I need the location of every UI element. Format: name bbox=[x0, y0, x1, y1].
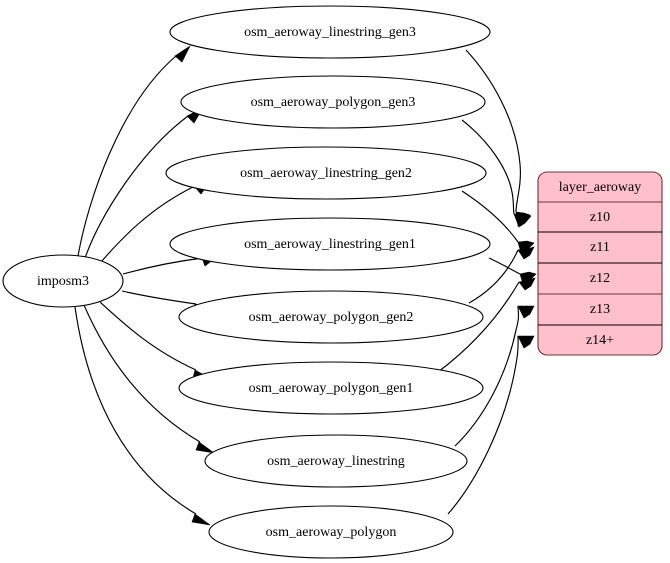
node-osm-aeroway-polygon-gen1-label: osm_aeroway_polygon_gen1 bbox=[249, 381, 414, 396]
layer-aeroway-row-z10[interactable]: z10 bbox=[590, 210, 610, 225]
node-layer-aeroway-table[interactable]: layer_aeroway z10 z11 z12 z13 z14+ bbox=[537, 171, 663, 356]
node-osm-aeroway-polygon-gen2-label: osm_aeroway_polygon_gen2 bbox=[249, 310, 414, 325]
node-osm-aeroway-linestring-gen1-shape[interactable] bbox=[169, 217, 491, 271]
node-imposm3-label: imposm3 bbox=[37, 274, 89, 289]
layer-aeroway-row-z12[interactable]: z12 bbox=[590, 271, 610, 286]
edge-polygon-gen3-to-z10 bbox=[461, 119, 532, 228]
edges-to-layer-aeroway bbox=[437, 49, 537, 515]
edge-imposm3-to-polygon bbox=[74, 306, 211, 526]
node-osm-aeroway-polygon-label: osm_aeroway_polygon bbox=[266, 525, 397, 540]
node-osm-aeroway-linestring-gen3[interactable]: osm_aeroway_linestring_gen3 bbox=[169, 5, 491, 59]
node-osm-aeroway-linestring-gen3-label: osm_aeroway_linestring_gen3 bbox=[244, 25, 416, 40]
node-osm-aeroway-linestring-gen2-shape[interactable] bbox=[165, 146, 487, 200]
node-imposm3-shape[interactable] bbox=[2, 254, 124, 308]
node-osm-aeroway-polygon-gen3-label: osm_aeroway_polygon_gen3 bbox=[251, 95, 416, 110]
node-imposm3[interactable]: imposm3 bbox=[2, 254, 124, 308]
edge-linestring-to-z13 bbox=[454, 305, 535, 447]
layer-aeroway-header-label: layer_aeroway bbox=[559, 180, 641, 195]
node-osm-aeroway-linestring-shape[interactable] bbox=[204, 434, 468, 488]
node-osm-aeroway-polygon-gen2[interactable]: osm_aeroway_polygon_gen2 bbox=[178, 290, 484, 344]
node-osm-aeroway-polygon-gen1[interactable]: osm_aeroway_polygon_gen1 bbox=[178, 361, 484, 415]
node-osm-aeroway-polygon-gen3[interactable]: osm_aeroway_polygon_gen3 bbox=[180, 75, 486, 129]
edge-polygon-gen2-to-z11 bbox=[468, 246, 535, 304]
layer-aeroway-row-z13[interactable]: z13 bbox=[590, 302, 610, 317]
node-osm-aeroway-linestring-gen1[interactable]: osm_aeroway_linestring_gen1 bbox=[169, 217, 491, 271]
edge-polygon-gen1-to-z12 bbox=[437, 277, 536, 373]
node-osm-aeroway-linestring-gen2[interactable]: osm_aeroway_linestring_gen2 bbox=[165, 146, 487, 200]
node-osm-aeroway-polygon[interactable]: osm_aeroway_polygon bbox=[208, 505, 454, 559]
edge-imposm3-to-linestring-gen3 bbox=[77, 45, 191, 257]
edge-polygon-to-z14-plus bbox=[447, 335, 535, 515]
node-osm-aeroway-linestring-label: osm_aeroway_linestring bbox=[267, 454, 405, 469]
edge-imposm3-to-linestring bbox=[83, 304, 215, 454]
layer-aeroway-row-z14-plus[interactable]: z14+ bbox=[586, 333, 614, 348]
node-osm-aeroway-polygon-gen3-shape[interactable] bbox=[180, 75, 486, 129]
node-osm-aeroway-linestring-gen3-shape[interactable] bbox=[169, 5, 491, 59]
layer-aeroway-background[interactable] bbox=[537, 171, 663, 356]
node-osm-aeroway-linestring[interactable]: osm_aeroway_linestring bbox=[204, 434, 468, 488]
layer-aeroway-row-z11[interactable]: z11 bbox=[590, 240, 610, 255]
node-osm-aeroway-linestring-gen1-label: osm_aeroway_linestring_gen1 bbox=[244, 237, 416, 252]
node-osm-aeroway-polygon-gen2-shape[interactable] bbox=[178, 290, 484, 344]
node-osm-aeroway-polygon-gen1-shape[interactable] bbox=[178, 361, 484, 415]
node-osm-aeroway-linestring-gen2-label: osm_aeroway_linestring_gen2 bbox=[240, 166, 412, 181]
edge-linestring-gen3-to-z10 bbox=[465, 49, 531, 227]
node-osm-aeroway-polygon-shape[interactable] bbox=[208, 505, 454, 559]
